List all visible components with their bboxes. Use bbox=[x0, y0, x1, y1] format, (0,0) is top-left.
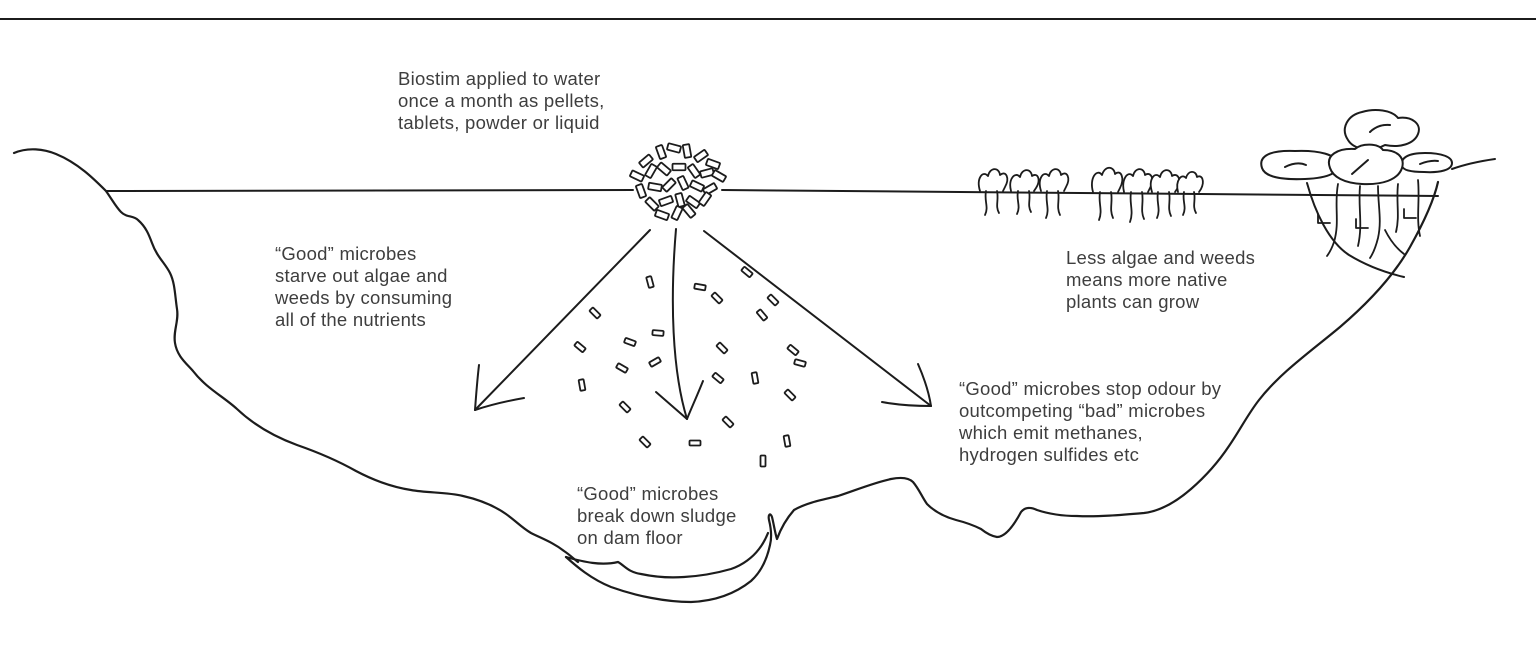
note-break-sludge: “Good” microbes break down sludge on dam… bbox=[577, 483, 737, 548]
note-biostim-application: Biostim applied to water once a month as… bbox=[398, 68, 605, 133]
weed-plant bbox=[1122, 168, 1154, 223]
arrow-center bbox=[655, 228, 704, 420]
sinking-pellets bbox=[573, 265, 807, 468]
sludge-layer bbox=[564, 180, 1440, 604]
arrow-right bbox=[703, 230, 932, 407]
dam-bank-and-floor bbox=[12, 148, 580, 564]
note-stop-odour: “Good” microbes stop odour by outcompeti… bbox=[959, 378, 1222, 465]
weed-plant bbox=[977, 168, 1009, 216]
right-bank bbox=[1306, 158, 1496, 278]
weed-plant bbox=[1176, 170, 1204, 216]
rocks bbox=[1260, 109, 1453, 186]
water-weeds bbox=[977, 166, 1204, 223]
water-surface-line bbox=[105, 189, 1439, 197]
weed-plant bbox=[1009, 169, 1040, 215]
note-starve-algae: “Good” microbes starve out algae and wee… bbox=[275, 243, 453, 330]
note-native-plants: Less algae and weeds means more native p… bbox=[1066, 247, 1256, 312]
arrow-left bbox=[474, 229, 651, 411]
weed-plant bbox=[1038, 168, 1070, 219]
weed-plant bbox=[1091, 166, 1124, 221]
pellet-cluster bbox=[628, 142, 728, 222]
plant-roots bbox=[1317, 179, 1421, 259]
